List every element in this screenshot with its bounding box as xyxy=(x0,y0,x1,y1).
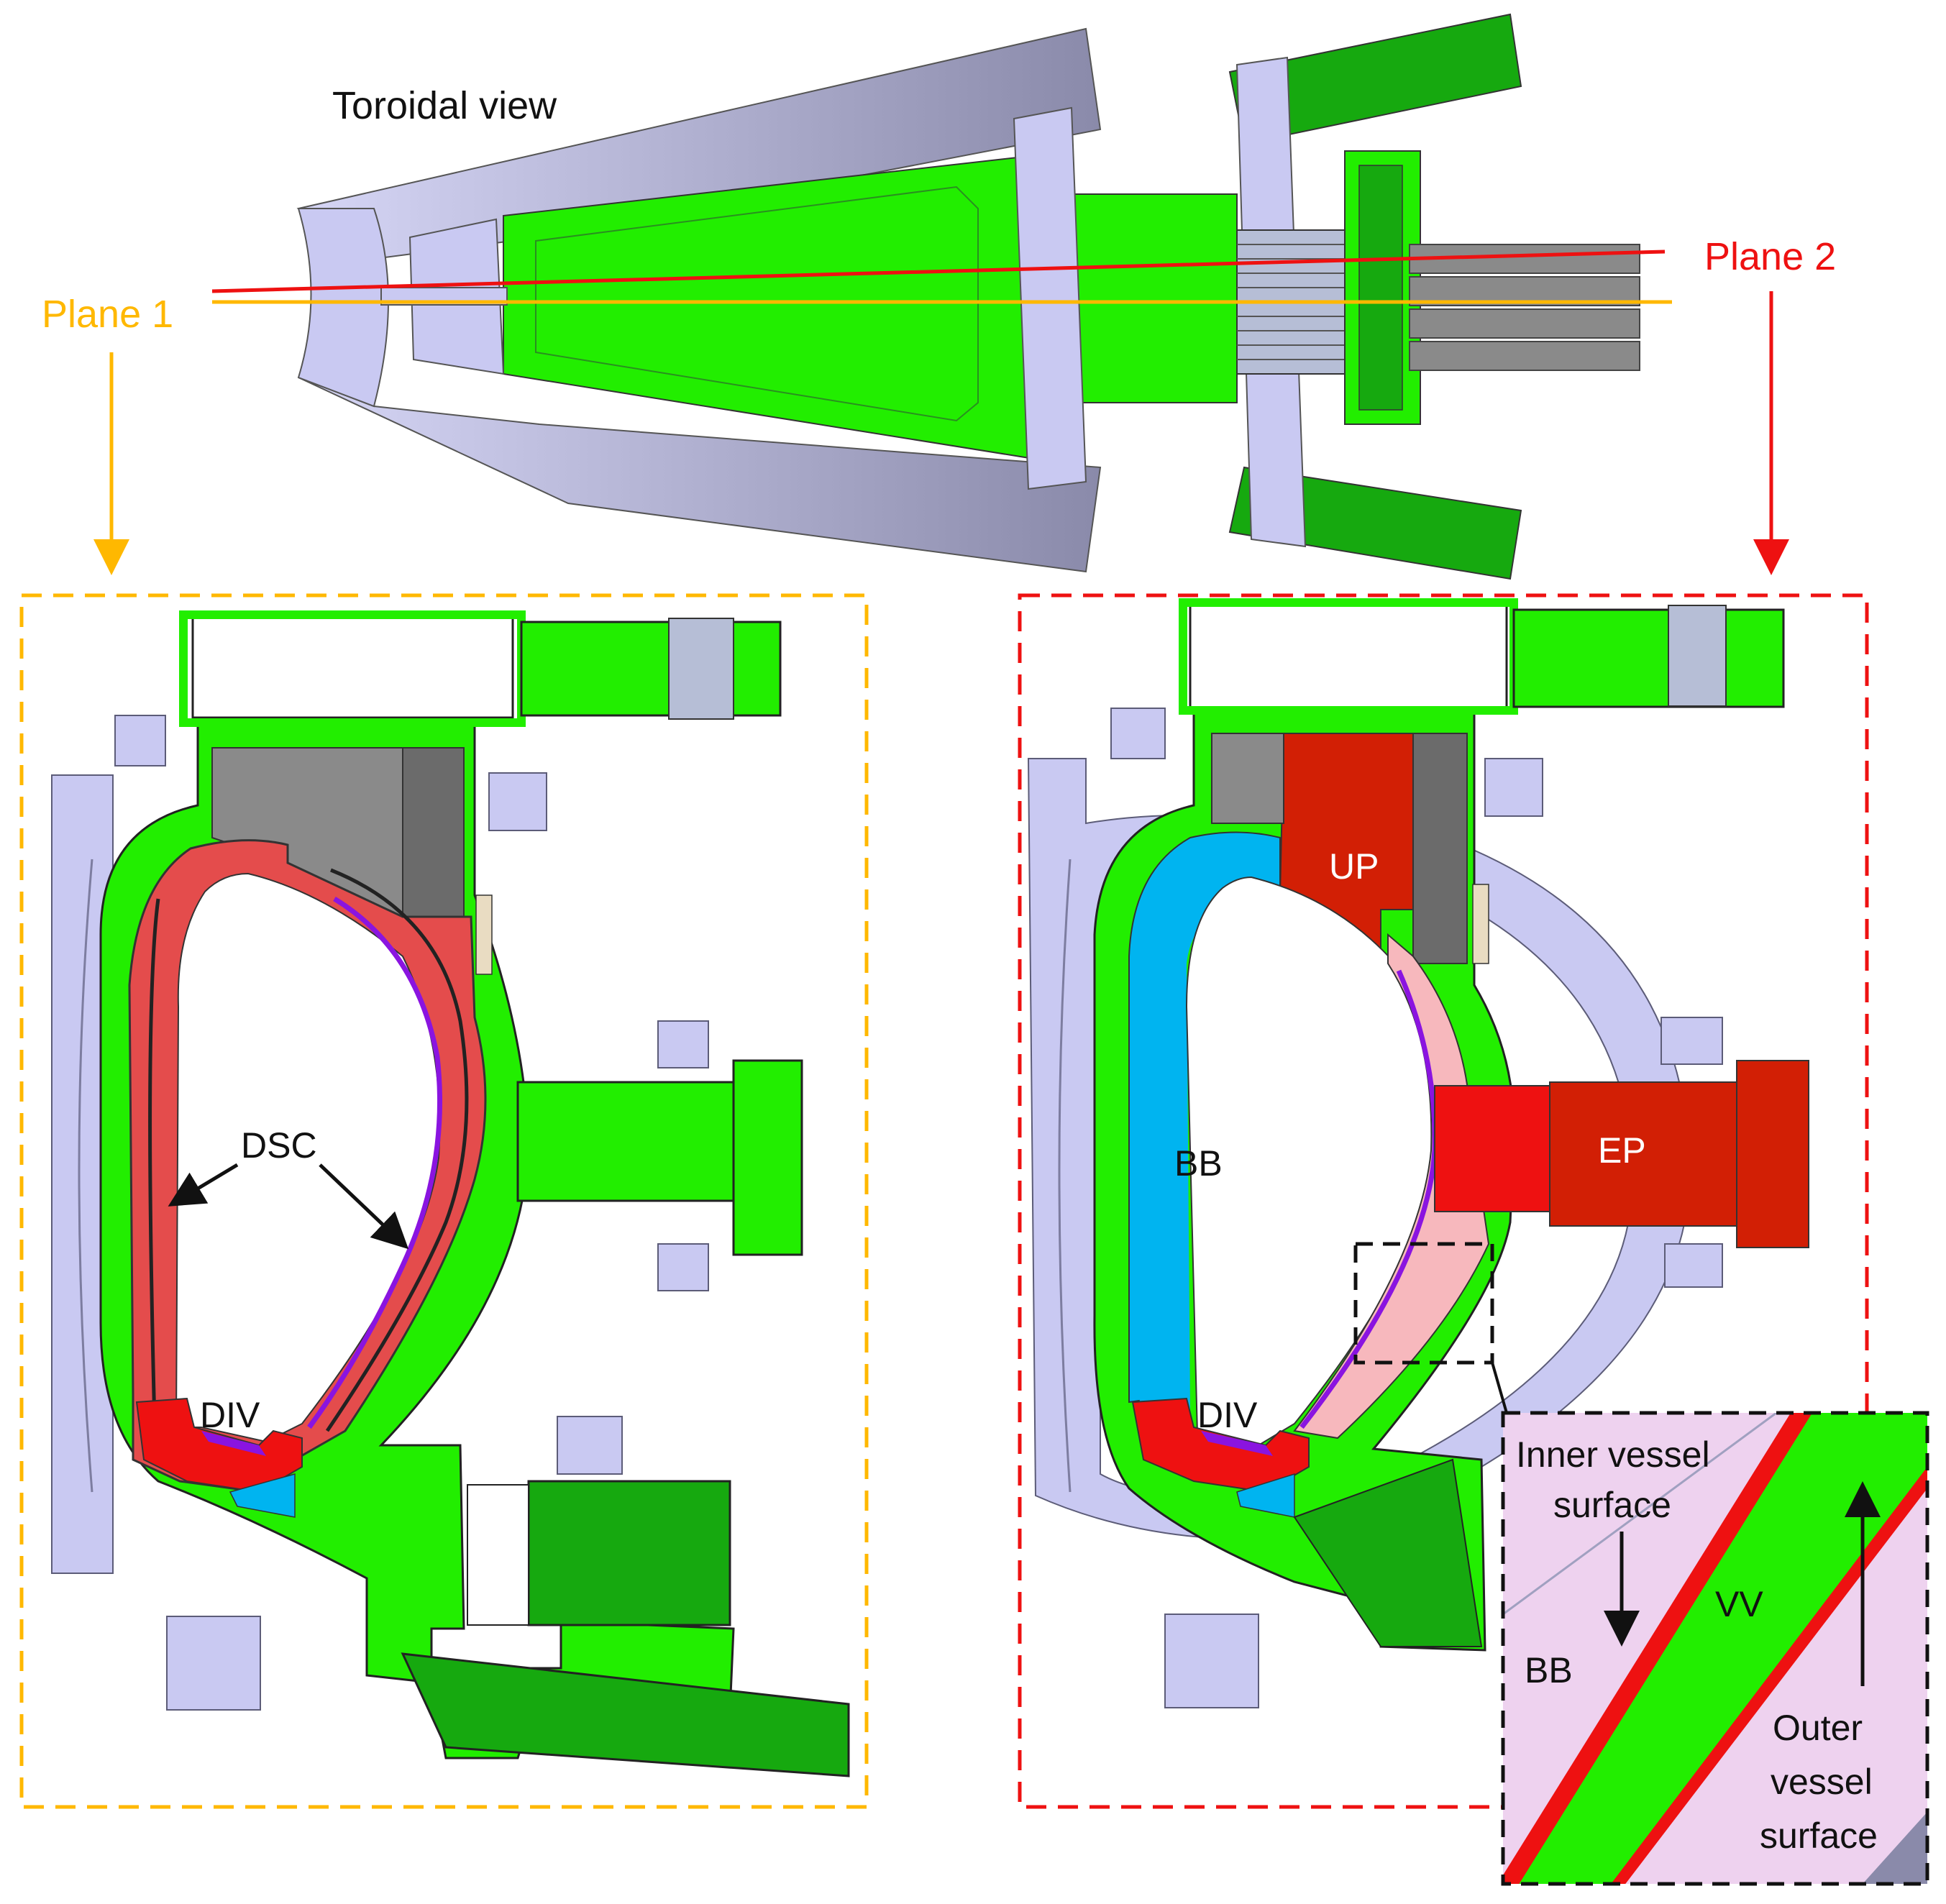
equatorial-port-flange-l xyxy=(732,1059,803,1256)
divertor-purple-target-r xyxy=(1201,1431,1273,1456)
inset-coil-corner xyxy=(1863,1812,1927,1884)
inset-vessel-green xyxy=(1504,1413,1927,1884)
equatorial-port-plug-r xyxy=(1434,1085,1550,1212)
first-wall-l xyxy=(307,897,443,1429)
toroidal-view-drawing xyxy=(296,13,1640,580)
upper-plug-pipe-l xyxy=(402,747,465,921)
dsc-arrow-left xyxy=(168,1163,239,1207)
zoom-connector xyxy=(1491,1362,1508,1414)
tf-coil-inner-curve-r xyxy=(1058,859,1072,1493)
first-wall-r xyxy=(1299,969,1438,1429)
feed-pipes xyxy=(1409,244,1640,371)
outer-vessel-surface-label-2: vessel xyxy=(1771,1762,1873,1802)
pf-coil-l3 xyxy=(657,1020,709,1068)
upper-port-duct-l xyxy=(520,621,782,717)
plane1-section-frame xyxy=(19,593,869,1809)
divertor-l xyxy=(135,1397,303,1493)
divertor-purple-target-l xyxy=(201,1431,266,1456)
inset-zoom xyxy=(1501,1411,1929,1886)
up-label: UP xyxy=(1329,846,1379,887)
pf-coil-r3 xyxy=(1661,1017,1723,1065)
inner-vessel-surface-label-1: Inner vessel xyxy=(1516,1434,1710,1475)
equatorial-port-duct-r xyxy=(1549,1081,1737,1227)
dsc-label: DSC xyxy=(241,1125,317,1166)
coil-segment-1 xyxy=(1013,106,1087,490)
inset-bb-label: BB xyxy=(1525,1650,1573,1690)
pf-coil-l4 xyxy=(657,1243,709,1291)
inboard-shield xyxy=(297,208,389,408)
equatorial-port-duct xyxy=(1071,193,1238,403)
inner-vessel-surface-label-2: surface xyxy=(1553,1485,1671,1525)
upper-port-gray-pipe-r xyxy=(1412,733,1468,964)
upper-port-bellows-l xyxy=(668,618,734,720)
inset-frame xyxy=(1501,1411,1929,1886)
upper-port-r xyxy=(1189,604,1508,709)
pf-coil-l1 xyxy=(114,715,166,766)
blanket-inner-outline xyxy=(535,186,979,422)
pf-coil-l6 xyxy=(166,1616,261,1711)
lower-port-duct-l xyxy=(401,1652,850,1777)
plane2-cross-section xyxy=(1027,598,1809,1708)
inset-inner-red-layer xyxy=(1503,1413,1812,1884)
pf-coil-l2 xyxy=(488,772,547,831)
divertor-port-l xyxy=(527,1480,731,1626)
div-label-left: DIV xyxy=(200,1395,260,1435)
divertor-blue-l xyxy=(229,1473,296,1518)
outboard-blanket-pink-r xyxy=(1293,933,1490,1440)
outer-vessel-surface-label-1: Outer xyxy=(1773,1708,1863,1748)
divertor-r xyxy=(1131,1397,1310,1493)
plane1-cross-section xyxy=(51,610,850,1777)
upper-port-duct-r xyxy=(1512,608,1785,708)
pf-coil-r5 xyxy=(1164,1614,1259,1708)
plane1-label: Plane 1 xyxy=(42,293,173,336)
equatorial-port-l xyxy=(516,1081,735,1202)
plane2-line xyxy=(211,250,1666,293)
upper-port-bellows-r xyxy=(1668,605,1727,707)
pf-coil-r2 xyxy=(1484,758,1543,817)
beige-plate-l xyxy=(475,894,493,975)
plane2-section-frame xyxy=(1018,593,1869,1809)
pf-coil-r4 xyxy=(1664,1243,1723,1288)
bb-label: BB xyxy=(1174,1143,1223,1184)
port-plug-frame xyxy=(1358,165,1403,411)
zoom-region-box xyxy=(1353,1242,1494,1365)
outer-vessel-surface-label-3: surface xyxy=(1760,1816,1878,1856)
toroidal-view-label: Toroidal view xyxy=(332,84,557,127)
inset-outer-red-layer xyxy=(1611,1467,1927,1884)
plane2-label: Plane 2 xyxy=(1704,235,1836,278)
divertor-port-gap-l xyxy=(467,1484,529,1626)
beige-plate-r xyxy=(1472,884,1489,964)
inset-thin-line xyxy=(1503,1413,1777,1616)
tf-coil-inner-curve-l xyxy=(78,859,93,1493)
pf-coil-r1 xyxy=(1110,708,1166,759)
lower-port-duct-r xyxy=(1293,1458,1483,1647)
equatorial-port-flange-r xyxy=(1736,1060,1809,1248)
ep-label: EP xyxy=(1598,1130,1646,1171)
upper-port-gray-l-r xyxy=(1211,733,1284,824)
dsc-arrow-right xyxy=(319,1163,409,1250)
dsc-channel-l xyxy=(148,868,469,1432)
upper-port-l xyxy=(191,615,514,719)
vv-label: VV xyxy=(1715,1584,1763,1624)
breeding-blanket-body-r xyxy=(1133,859,1280,1413)
pf-coil-l5 xyxy=(557,1416,623,1475)
div-label-right: DIV xyxy=(1197,1395,1258,1435)
